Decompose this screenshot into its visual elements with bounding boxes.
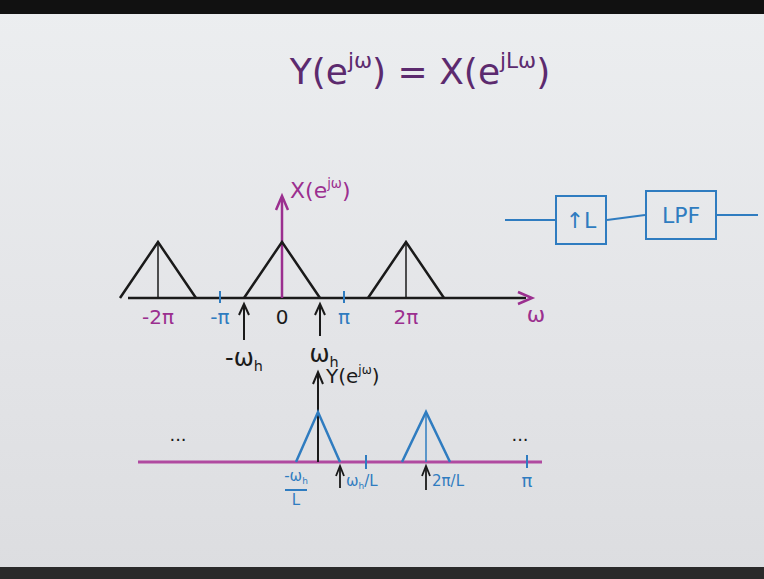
spectrum-center bbox=[425, 412, 427, 462]
formula: Y(ejω) = X(ejLω) bbox=[290, 50, 550, 93]
ellipsis: ... bbox=[169, 424, 186, 446]
magnitude-axis bbox=[281, 198, 284, 298]
superscript: jω bbox=[348, 48, 372, 73]
band-edge-label: ωh/L bbox=[346, 472, 378, 490]
pointer-arrowhead bbox=[422, 466, 430, 476]
tick-label: -2π bbox=[142, 305, 174, 329]
subscript: h bbox=[302, 476, 308, 486]
pointer-arrowhead bbox=[239, 304, 249, 315]
math-text: π bbox=[338, 305, 350, 329]
math-text: /L bbox=[364, 472, 377, 490]
tick-label: π bbox=[522, 470, 533, 492]
math-text: ) = X(e bbox=[372, 51, 500, 92]
tick-label: -π bbox=[210, 305, 229, 329]
frequency-axis bbox=[128, 297, 526, 300]
math-text: ω bbox=[346, 472, 359, 490]
axis-arrowhead bbox=[313, 372, 323, 384]
spectrum-triangle bbox=[402, 412, 450, 462]
tick-mark bbox=[219, 291, 221, 303]
process-box: LPF bbox=[645, 190, 717, 240]
math-text: ω bbox=[309, 340, 329, 368]
math-text: 2π/L bbox=[432, 472, 464, 490]
signal-wire bbox=[607, 215, 645, 220]
pointer-arrow bbox=[243, 306, 245, 340]
band-edge-label: -ωh bbox=[284, 467, 308, 485]
math-text: ) bbox=[372, 364, 380, 388]
math-text: ... bbox=[169, 424, 186, 445]
math-text: -ω bbox=[225, 344, 254, 372]
math-text: Y(e bbox=[326, 364, 358, 388]
math-text: Y(e bbox=[290, 51, 348, 92]
math-text: 2π bbox=[394, 305, 419, 329]
superscript: jω bbox=[358, 363, 371, 377]
pointer-arrow bbox=[425, 468, 427, 490]
pointer-arrow bbox=[319, 306, 321, 336]
pointer-arrowhead bbox=[336, 466, 344, 476]
block-label: ↑L bbox=[566, 208, 597, 233]
tick-mark bbox=[343, 291, 345, 303]
output-wire bbox=[717, 214, 758, 216]
axis-arrowhead bbox=[276, 196, 288, 210]
block-label: LPF bbox=[662, 203, 700, 228]
axis-label: X(ejω) bbox=[290, 178, 351, 204]
tick-label: π bbox=[338, 305, 350, 329]
math-text: 0 bbox=[276, 305, 289, 329]
superscript: jω bbox=[327, 176, 342, 191]
band-edge-label: L bbox=[292, 491, 300, 509]
superscript: jLω bbox=[500, 48, 536, 73]
process-box: ↑L bbox=[555, 195, 607, 245]
spectrum-triangle bbox=[120, 242, 196, 298]
frame-band bbox=[0, 0, 764, 14]
pointer-arrow bbox=[339, 468, 341, 488]
subscript: h bbox=[254, 358, 263, 374]
math-text: ... bbox=[511, 424, 528, 445]
spectrum-triangle bbox=[368, 242, 444, 298]
subscript: h bbox=[359, 481, 365, 491]
math-text: ) bbox=[536, 51, 550, 92]
math-text: -π bbox=[210, 305, 229, 329]
math-text: ) bbox=[342, 178, 351, 203]
axis-label: Y(ejω) bbox=[326, 364, 380, 388]
spectrum-triangle bbox=[244, 242, 320, 298]
math-text: ω bbox=[527, 302, 545, 327]
image-center-label: 2π/L bbox=[432, 472, 464, 490]
magnitude-axis bbox=[317, 374, 319, 462]
spectrum-center bbox=[405, 242, 407, 298]
ellipsis: ... bbox=[511, 424, 528, 446]
pointer-arrowhead bbox=[315, 304, 325, 315]
math-text: -2π bbox=[142, 305, 174, 329]
spectrum-triangle bbox=[296, 412, 340, 462]
tick-label: 0 bbox=[276, 305, 289, 329]
math-text: π bbox=[522, 470, 533, 491]
math-text: L bbox=[292, 491, 300, 509]
fraction-bar bbox=[285, 489, 307, 491]
frame-band bbox=[0, 567, 764, 579]
band-edge-label: -ωh bbox=[225, 344, 263, 373]
tick-mark bbox=[526, 455, 528, 468]
math-text: -ω bbox=[284, 467, 302, 485]
tick-label: 2π bbox=[394, 305, 419, 329]
axis-label: ω bbox=[527, 302, 545, 328]
math-text: X(e bbox=[290, 178, 327, 203]
spectrum-center bbox=[157, 242, 159, 298]
input-wire bbox=[505, 219, 555, 221]
tick-mark bbox=[365, 455, 367, 469]
